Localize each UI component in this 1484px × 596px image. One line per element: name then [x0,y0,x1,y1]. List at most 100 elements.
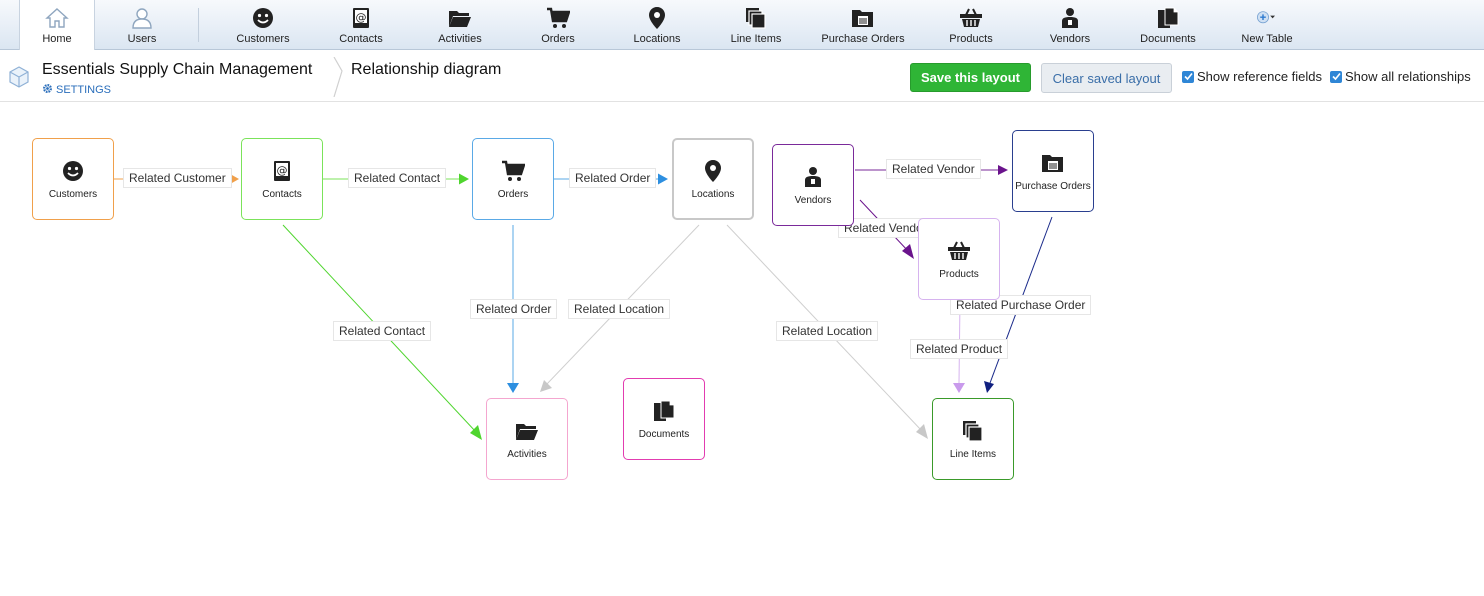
map-pin-icon [701,159,725,183]
save-layout-button[interactable]: Save this layout [910,63,1031,92]
nav-item-locations[interactable]: Locations [630,0,684,50]
node-label: Locations [691,188,735,200]
checkbox-checked-icon [1182,70,1194,83]
address-book-icon: @ [270,159,294,183]
edge-label: Related Order [470,299,558,319]
node-activities[interactable]: Activities [486,398,568,480]
nav-item-label: Products [949,33,993,45]
nav-item-home[interactable]: Home [19,0,95,57]
stacked-pages-icon [961,419,985,443]
node-vendors[interactable]: Vendors [772,144,854,226]
stacked-pages-icon [744,6,768,30]
nav-item-label: Orders [541,33,575,45]
person-badge-icon [801,165,825,189]
edge-label: Related Purchase Order [950,295,1092,315]
edge-arrowhead [902,244,914,259]
edge-label: Related Order [569,168,657,188]
nav-item-label: Locations [633,33,681,45]
svg-text:@: @ [277,164,288,177]
checkbox-label: Show reference fields [1197,69,1323,84]
edge-arrowhead [459,173,469,185]
map-pin-icon [645,6,669,30]
cabinet-folder-icon [851,6,875,30]
settings-link[interactable]: SETTINGS [42,83,111,97]
nav-item-label: Users [127,33,157,45]
nav-item-label: Contacts [339,33,383,45]
nav-item-products[interactable]: Products [946,0,996,50]
documents-icon [1156,6,1180,30]
folder-icon [448,6,472,30]
node-purchase-orders[interactable]: Purchase Orders [1012,130,1094,212]
breadcrumb-chevron-icon [332,56,344,98]
user-icon [130,6,154,30]
nav-item-contacts[interactable]: @ Contacts [336,0,386,50]
nav-item-label: New Table [1241,33,1293,45]
nav-item-label: Activities [438,33,482,45]
smiley-icon [61,159,85,183]
edge-label: Related Location [568,299,671,319]
node-line-items[interactable]: Line Items [932,398,1014,480]
page-title: Relationship diagram [351,61,502,78]
edge-arrowhead [658,173,668,185]
top-navigation: Home Users Customers @ Contacts Activiti… [0,0,1484,57]
nav-item-label: Vendors [1049,33,1091,45]
nav-item-label: Purchase Orders [821,33,905,45]
home-icon [45,6,69,30]
gear-icon [42,83,53,97]
edge-label: Related Customer [123,168,232,188]
nav-item-customers[interactable]: Customers [232,0,294,50]
node-locations[interactable]: Locations [672,138,754,220]
basket-icon [947,239,971,263]
node-orders[interactable]: Orders [472,138,554,220]
person-badge-icon [1058,6,1082,30]
show-reference-fields-checkbox[interactable]: Show reference fields [1182,69,1322,84]
edge-arrowhead [953,383,965,393]
edge-arrowhead [507,383,519,393]
node-label: Customers [48,188,98,200]
nav-item-vendors[interactable]: Vendors [1047,0,1093,50]
edge-arrowhead [916,424,928,439]
node-documents[interactable]: Documents [623,378,705,460]
nav-item-activities[interactable]: Activities [434,0,486,50]
node-contacts[interactable]: @ Contacts [241,138,323,220]
edge-label: Related Product [910,339,1009,359]
node-label: Purchase Orders [1015,180,1091,192]
cart-icon [546,6,570,30]
page-header: Essentials Supply Chain Management SETTI… [0,51,1484,102]
node-label: Activities [507,448,547,460]
edge-label: Related Vendor [886,159,981,179]
documents-icon [652,399,676,423]
node-label: Vendors [794,194,832,206]
node-products[interactable]: Products [918,218,1000,300]
nav-item-line-items[interactable]: Line Items [728,0,784,50]
folder-icon [515,419,539,443]
app-title: Essentials Supply Chain Management [42,61,313,78]
node-label: Documents [638,428,690,440]
edge-label: Related Location [776,321,879,341]
edge-arrowhead [231,174,239,184]
node-customers[interactable]: Customers [32,138,114,220]
smiley-icon [251,6,275,30]
cart-icon [501,159,525,183]
clear-layout-button[interactable]: Clear saved layout [1041,63,1172,93]
checkbox-checked-icon [1330,70,1342,83]
nav-item-new-table[interactable]: New Table [1238,0,1296,50]
nav-item-documents[interactable]: Documents [1138,0,1198,50]
svg-text:@: @ [356,11,367,24]
node-label: Products [939,268,979,280]
nav-item-purchase-orders[interactable]: Purchase Orders [820,0,906,50]
node-label: Contacts [262,188,302,200]
plus-circle-icon [1255,6,1279,30]
checkbox-label: Show all relationships [1345,69,1471,84]
edge-arrowhead [540,380,552,392]
nav-item-label: Customers [236,33,290,45]
nav-item-label: Home [42,33,72,45]
basket-icon [959,6,983,30]
edge-label: Related Contact [333,321,432,341]
nav-item-users[interactable]: Users [121,0,163,50]
nav-item-orders[interactable]: Orders [538,0,578,50]
show-all-relationships-checkbox[interactable]: Show all relationships [1330,69,1471,84]
nav-item-label: Documents [1140,33,1196,45]
node-label: Orders [497,188,529,200]
node-label: Line Items [949,448,997,460]
